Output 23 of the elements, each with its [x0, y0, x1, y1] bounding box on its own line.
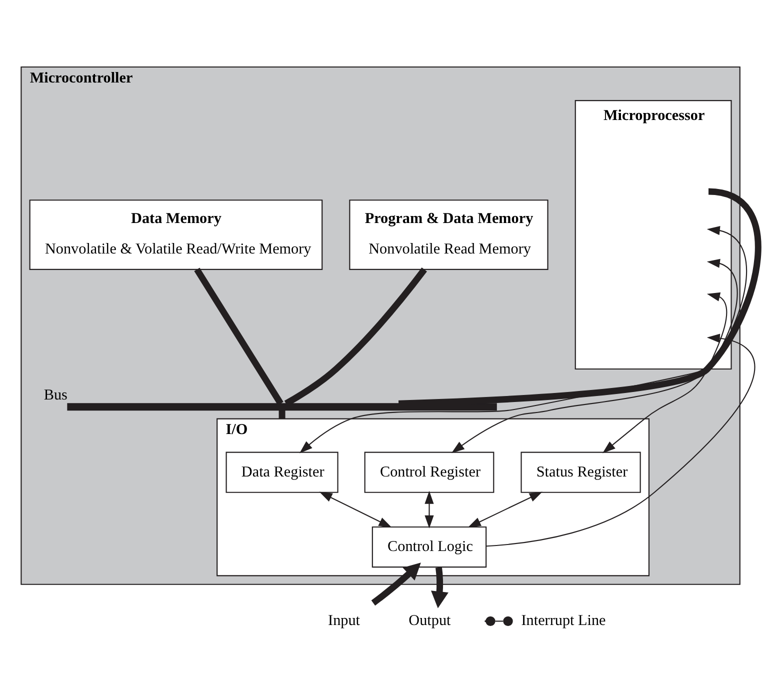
- arrow: [300, 226, 747, 454]
- node-box: Control Logic: [372, 526, 487, 568]
- arrow: [602, 292, 728, 454]
- node-box: Microprocessor: [574, 100, 732, 370]
- node-box: Status Register: [520, 452, 641, 493]
- node-bar: [67, 403, 497, 411]
- connector: [194, 268, 284, 406]
- node-text: Interrupt Line: [521, 612, 606, 630]
- arrow: [486, 334, 755, 547]
- node-text: Input: [328, 612, 360, 630]
- node-box: Data Memory Nonvolatile & Volatile Read/Write Memory: [29, 200, 323, 270]
- node-text: Output: [408, 612, 451, 630]
- node-label: Bus: [44, 386, 68, 404]
- arrow: [319, 492, 392, 528]
- arrow: [468, 492, 542, 528]
- arrow: [451, 258, 738, 454]
- arrow: [424, 490, 434, 528]
- connector: [284, 268, 427, 406]
- node-box: Control Register: [364, 452, 494, 493]
- arrow: [371, 562, 421, 606]
- node-box: Program & Data Memory Nonvolatile Read Memory: [349, 200, 548, 270]
- node-box: Data Register: [226, 452, 338, 493]
- connector: [278, 410, 286, 419]
